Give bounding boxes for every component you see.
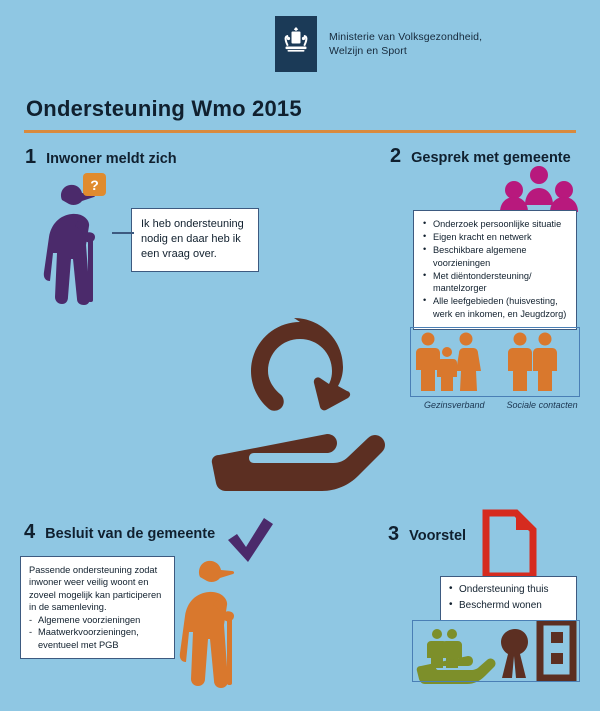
caption-gezinsverband: Gezinsverband	[424, 400, 485, 410]
step-4-elderly-figure-icon	[179, 560, 235, 688]
step-2-icon-panel	[410, 327, 580, 397]
step-4-heading: 4 Besluit van de gemeente	[24, 521, 215, 544]
step-4-paragraph: Passende ondersteuning zodat inwoner wee…	[29, 565, 162, 613]
ministry-name: Ministerie van Volksgezondheid, Welzijn …	[329, 30, 482, 58]
step-1-label: Inwoner meldt zich	[46, 151, 177, 167]
step-2-captions: Gezinsverband Sociale contacten	[410, 400, 582, 410]
step-2-group-icon	[500, 166, 578, 212]
step-3-heading: 3 Voorstel	[388, 523, 466, 546]
step-2-bullet-list: Onderzoek persoonlijke situatie Eigen kr…	[423, 217, 568, 320]
list-item: Algemene voorzieningen	[29, 614, 166, 627]
list-item: Beschikbare algemene voorzieningen	[423, 243, 568, 268]
coat-of-arms-glyph	[284, 27, 308, 52]
step-3-bullet-box: Ondersteuning thuis Beschermd wonen	[440, 576, 577, 621]
list-item: Onderzoek persoonlijke situatie	[423, 217, 568, 230]
step-2-heading: 2 Gesprek met gemeente	[390, 145, 571, 168]
step-4-purple-checkmark-icon	[228, 518, 273, 562]
list-item: Alle leefgebieden (huisvesting, werk en …	[423, 294, 568, 319]
step-3-number: 3	[388, 523, 400, 545]
step-4-text-box: Passende ondersteuning zodat inwoner wee…	[20, 556, 175, 660]
list-item: Maatwerkvoorzieningen, eventueel met PGB	[29, 626, 166, 651]
caption-sociale-contacten: Sociale contacten	[506, 400, 578, 410]
step-2-number: 2	[390, 145, 402, 167]
list-item: Met diëntondersteuning/ mantelzorger	[423, 269, 568, 294]
step-4-number: 4	[24, 521, 36, 543]
coat-of-arms-icon	[275, 16, 317, 72]
speech-bubble-tail	[112, 232, 134, 234]
question-mark-icon: ?	[83, 173, 106, 196]
step-3-bullet-list: Ondersteuning thuis Beschermd wonen	[449, 582, 568, 614]
step-3-document-icon	[482, 509, 537, 580]
step-4-label: Besluit van de gemeente	[45, 526, 216, 542]
list-item: Beschermd wonen	[449, 598, 568, 614]
step-1-heading: 1 Inwoner meldt zich	[25, 146, 177, 169]
list-item: Ondersteuning thuis	[449, 582, 568, 598]
step-3-label: Voorstel	[409, 528, 467, 544]
step-2-bullet-box: Onderzoek persoonlijke situatie Eigen kr…	[413, 210, 577, 330]
speech-bubble: Ik heb ondersteuning nodig en daar heb i…	[131, 208, 259, 272]
ministry-line-2: Welzijn en Sport	[329, 45, 407, 57]
step-3-icon-panel	[412, 620, 580, 682]
ministry-logo: Ministerie van Volksgezondheid, Welzijn …	[275, 16, 482, 72]
list-item: Eigen kracht en netwerk	[423, 230, 568, 243]
step-1-elderly-figure-icon	[43, 184, 96, 305]
step-2-label: Gesprek met gemeente	[411, 150, 571, 166]
step-1-number: 1	[25, 146, 37, 168]
title-divider	[24, 130, 576, 133]
circular-arrow-over-open-hand-icon	[211, 318, 385, 491]
page-title: Ondersteuning Wmo 2015	[26, 96, 302, 121]
ministry-line-1: Ministerie van Volksgezondheid,	[329, 30, 483, 43]
